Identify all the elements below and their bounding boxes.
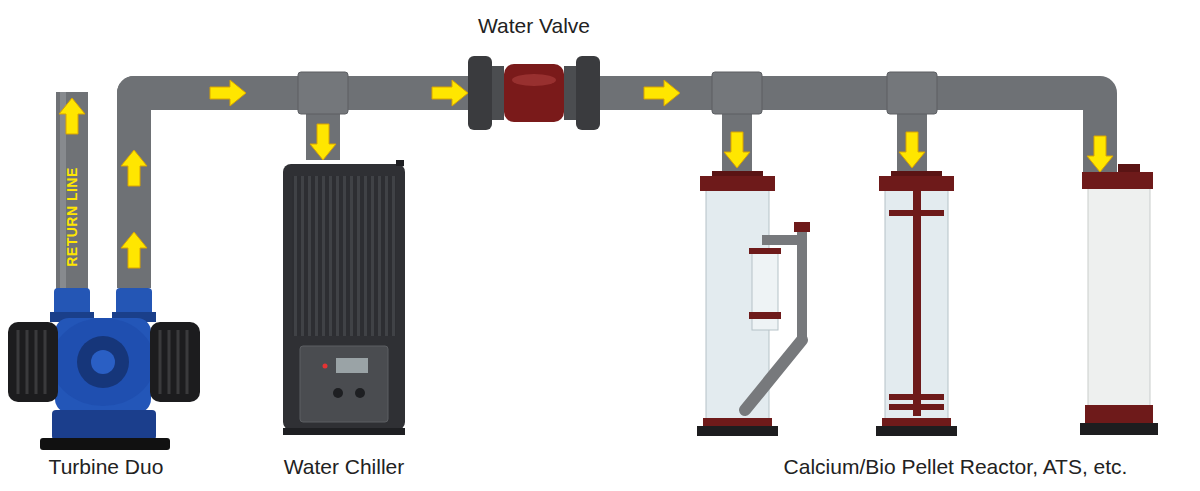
tee-fitting bbox=[887, 72, 937, 114]
node-label: Water Chiller bbox=[284, 455, 405, 479]
valve-union bbox=[468, 56, 492, 130]
node-label: Turbine Duo bbox=[49, 455, 164, 479]
pump-hub-center bbox=[91, 350, 115, 374]
chiller-fitting bbox=[396, 160, 404, 166]
grill-line bbox=[159, 330, 162, 394]
reactor-body bbox=[706, 190, 769, 422]
pump-hub bbox=[77, 336, 129, 388]
reactor-cap-top bbox=[891, 171, 942, 177]
valve-highlight bbox=[512, 74, 556, 86]
chiller-body bbox=[283, 164, 405, 430]
pump-fitting-ring bbox=[112, 312, 156, 322]
inner-tube bbox=[762, 235, 802, 245]
flow-arrow bbox=[210, 80, 246, 106]
reactor-body bbox=[1088, 188, 1150, 408]
tee-fitting bbox=[712, 72, 762, 114]
reactor-knob bbox=[1118, 164, 1140, 174]
pipe-connector bbox=[600, 93, 1100, 172]
pump-volute bbox=[51, 318, 155, 406]
reactor-rod bbox=[913, 191, 921, 416]
grill-line bbox=[26, 330, 29, 394]
pump-unit: Turbine Duo bbox=[10, 288, 202, 452]
pipe-connector bbox=[134, 93, 468, 288]
valve-ring bbox=[564, 66, 576, 120]
reactor-plate bbox=[889, 210, 944, 216]
reactor-plate bbox=[889, 404, 944, 410]
chiller-unit: Water Chiller bbox=[283, 160, 405, 435]
reactor-base bbox=[697, 426, 778, 436]
pump-body bbox=[55, 318, 151, 413]
reactor-cap bbox=[879, 176, 954, 191]
grill-line bbox=[168, 330, 171, 394]
grill-line bbox=[17, 330, 20, 394]
reactor-cap bbox=[1085, 405, 1153, 423]
pump-fitting bbox=[116, 288, 152, 322]
reactor-base bbox=[876, 426, 957, 436]
flow-arrow bbox=[121, 150, 147, 186]
pipe-connector bbox=[134, 93, 323, 288]
pump-fitting-ring bbox=[50, 312, 94, 322]
grill-line bbox=[35, 330, 38, 394]
valve-union bbox=[576, 56, 600, 130]
reactor-group: Calcium/Bio Pellet Reactor, ATS, etc. bbox=[697, 172, 1158, 438]
valve-body bbox=[504, 64, 564, 122]
flow-arrow bbox=[724, 132, 750, 168]
grill-line bbox=[186, 330, 189, 394]
inner-band bbox=[749, 248, 781, 254]
pump-fitting bbox=[54, 288, 90, 322]
chiller-panel bbox=[300, 346, 388, 422]
branch-pipe bbox=[897, 93, 927, 179]
chiller-grille bbox=[292, 176, 396, 336]
reactor-plate bbox=[889, 394, 944, 400]
chiller-knob bbox=[355, 388, 365, 398]
grill-line bbox=[44, 330, 47, 394]
grill-line bbox=[177, 330, 180, 394]
pump-foot bbox=[40, 438, 170, 450]
tube-cap bbox=[794, 222, 810, 232]
inner-band bbox=[749, 312, 781, 319]
valve-unit: Water Valve bbox=[468, 55, 600, 132]
node-label: Calcium/Bio Pellet Reactor, ATS, etc. bbox=[784, 455, 1128, 479]
pump-side-unit bbox=[150, 322, 200, 402]
flow-arrow bbox=[121, 232, 147, 268]
inner-tube bbox=[797, 232, 807, 340]
reactor-body bbox=[885, 190, 948, 422]
reactor-cap bbox=[700, 176, 775, 191]
reactor-base bbox=[1080, 423, 1158, 435]
chiller-led bbox=[323, 364, 328, 369]
flow-arrow bbox=[899, 132, 925, 168]
chiller-display bbox=[336, 358, 368, 373]
valve-ring bbox=[492, 66, 504, 120]
chiller-knob bbox=[333, 388, 343, 398]
inner-tube bbox=[745, 340, 802, 410]
reactor-cap-top bbox=[712, 171, 763, 177]
reactor-cap bbox=[703, 418, 772, 426]
branch-pipe bbox=[722, 93, 752, 179]
inner-chamber bbox=[752, 250, 778, 330]
reactor-cap bbox=[1082, 172, 1153, 189]
reactor-cap bbox=[882, 418, 951, 426]
flow-arrow bbox=[644, 80, 680, 106]
chiller-base bbox=[283, 428, 405, 435]
node-label: Water Valve bbox=[478, 14, 590, 38]
pump-side-unit bbox=[8, 322, 58, 402]
flow-arrow bbox=[59, 98, 85, 134]
pump-base bbox=[52, 410, 156, 440]
pipe-label: RETURN LINE bbox=[65, 167, 79, 267]
return-pipe bbox=[56, 92, 88, 290]
tee-fitting bbox=[298, 72, 348, 114]
